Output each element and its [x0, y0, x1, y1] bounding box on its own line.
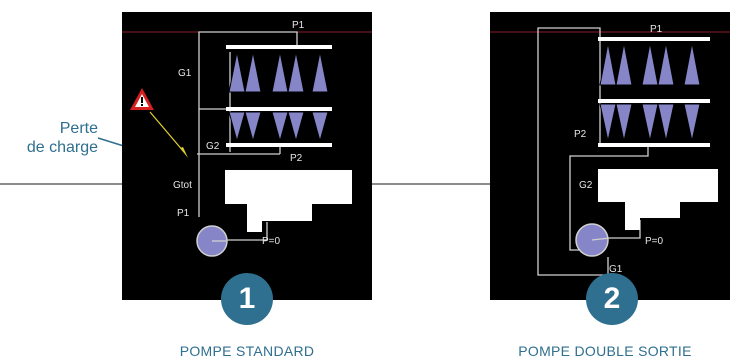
- label-p2: P2: [574, 129, 587, 140]
- pressure-loss-line2: de charge: [26, 139, 98, 156]
- badge-1: 1: [221, 273, 273, 325]
- pressure-loss-label: Perte de charge: [12, 119, 98, 157]
- connector-line-left: [0, 183, 122, 185]
- label-p0: P=0: [645, 236, 664, 247]
- label-p1-top: P1: [292, 20, 305, 31]
- label-p1-pump: P1: [177, 208, 190, 219]
- label-g2: G2: [579, 180, 593, 191]
- label-g1: G1: [178, 68, 192, 79]
- label-g1: G1: [609, 264, 623, 275]
- label-p2: P2: [290, 153, 303, 164]
- label-p1-top: P1: [650, 24, 663, 35]
- caption-double-outlet-pump: POMPE DOUBLE SORTIE: [518, 343, 692, 359]
- label-p0: P=0: [262, 236, 281, 247]
- diagram-standard-pump: P1 G1 G2 P2 Gtot P1 P=0: [122, 12, 372, 300]
- badge-2: 2: [586, 273, 638, 325]
- connector-line-middle: [372, 183, 490, 185]
- label-gtot: Gtot: [173, 180, 192, 191]
- label-g2: G2: [206, 141, 220, 152]
- pressure-loss-line1: Perte: [59, 120, 98, 137]
- caption-standard-pump: POMPE STANDARD: [179, 343, 315, 359]
- diagram-double-outlet-pump: P1 P2 G2 P=0 G1: [490, 12, 730, 300]
- warning-icon: [130, 88, 154, 110]
